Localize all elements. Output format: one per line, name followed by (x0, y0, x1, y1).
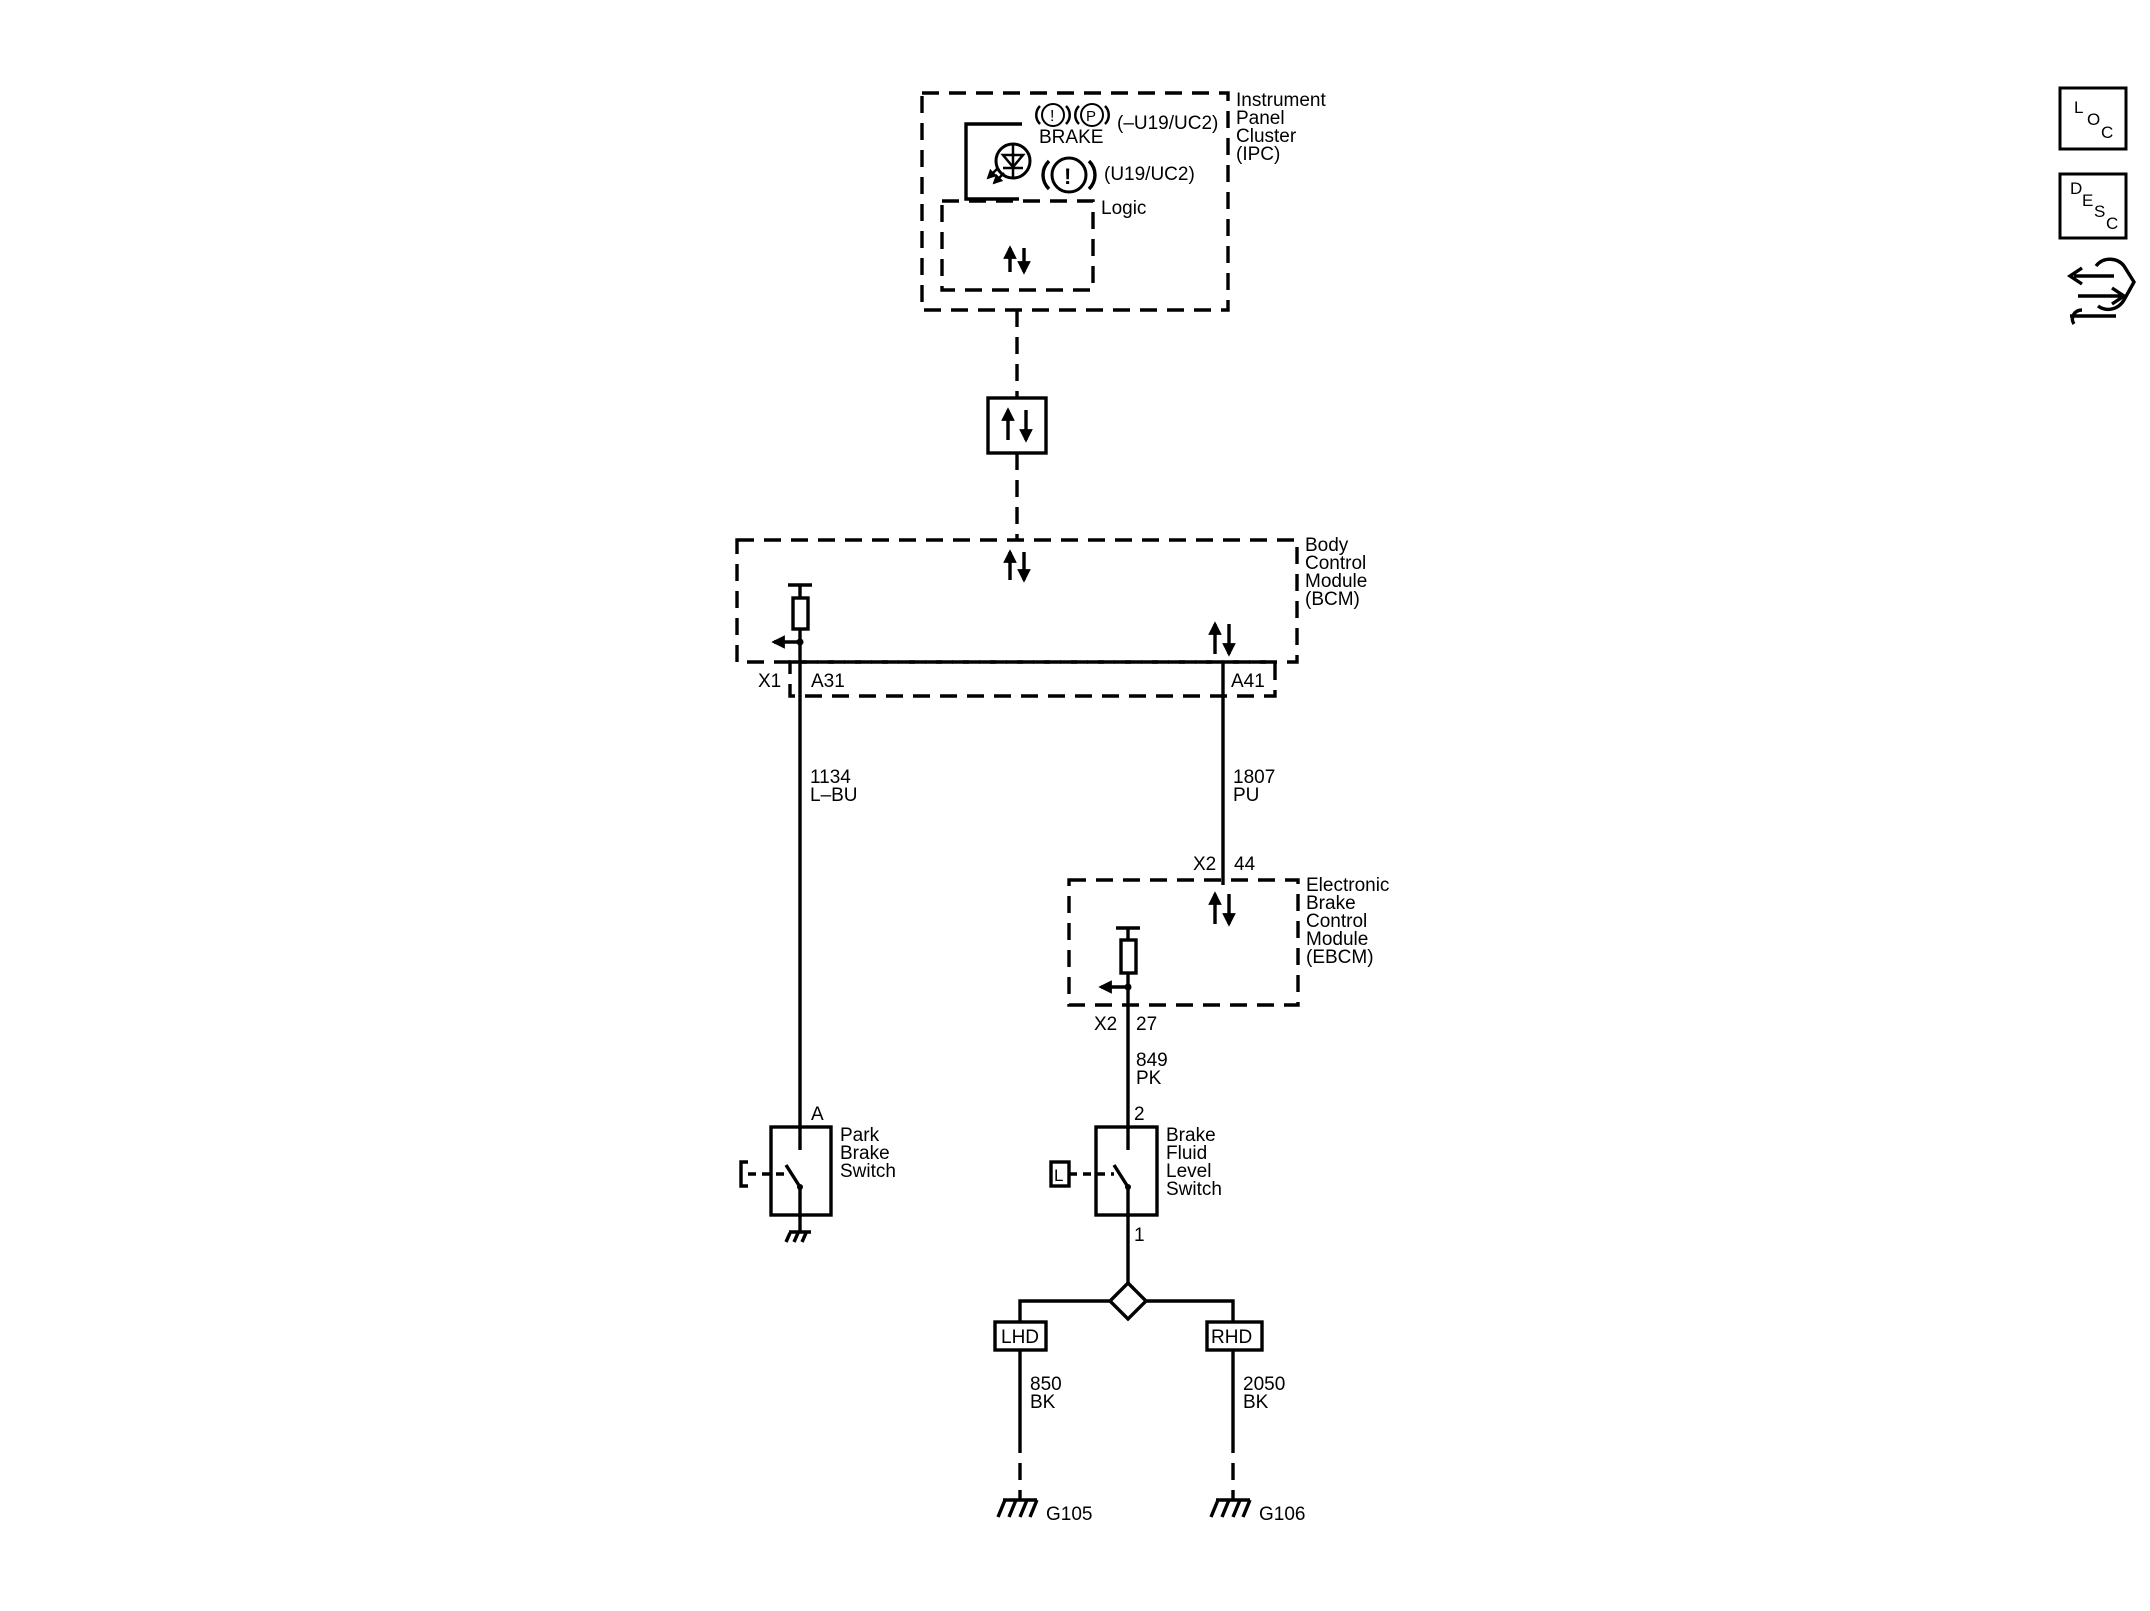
svg-text:Logic: Logic (1101, 198, 1146, 219)
wire-850: 850 BK (1018, 1350, 1062, 1500)
svg-text:44: 44 (1234, 854, 1256, 875)
svg-text:Control: Control (1305, 553, 1366, 574)
svg-text:C: C (2106, 214, 2118, 233)
svg-text:850: 850 (1030, 1374, 1062, 1395)
loc-icon[interactable]: L O C (2058, 86, 2128, 151)
svg-text:2050: 2050 (1243, 1374, 1285, 1395)
ground-g106: G106 (1209, 1498, 1305, 1525)
svg-text:S: S (2094, 202, 2105, 221)
svg-text:1: 1 (1134, 1225, 1145, 1246)
park-brake-switch-label: Park Brake Switch (840, 1125, 896, 1182)
svg-text:Brake: Brake (1166, 1125, 1216, 1146)
ebcm-label: Electronic Brake Control Module (EBCM) (1306, 875, 1389, 968)
svg-text:Body: Body (1305, 535, 1349, 556)
svg-text:Cluster: Cluster (1236, 126, 1297, 147)
wire-2050: 2050 BK (1231, 1350, 1285, 1500)
svg-text:849: 849 (1136, 1050, 1168, 1071)
svg-text:(–U19/UC2): (–U19/UC2) (1117, 113, 1218, 134)
svg-text:L–BU: L–BU (810, 785, 858, 806)
brake-warning-symbols: ! P BRAKE (–U19/UC2) ! (U19/UC2) (1035, 103, 1218, 194)
svg-text:PU: PU (1233, 785, 1259, 806)
svg-text:Module: Module (1306, 929, 1368, 950)
svg-text:Electronic: Electronic (1306, 875, 1389, 896)
ipc-label: Instrument Panel Cluster (IPC) (1236, 90, 1326, 165)
svg-text:A31: A31 (811, 671, 845, 692)
svg-text:1807: 1807 (1233, 767, 1275, 788)
svg-text:PK: PK (1136, 1068, 1162, 1089)
svg-text:BRAKE: BRAKE (1039, 127, 1103, 148)
connector-tool-icon[interactable] (2066, 257, 2136, 325)
ipc-module: Instrument Panel Cluster (IPC) ! P BRAKE (920, 90, 1326, 312)
ground-g105: G105 (996, 1498, 1092, 1525)
brake-fluid-level-switch: 2 L 1 Brake Fluid Level Switch (1049, 1104, 1222, 1246)
svg-text:X2: X2 (1193, 854, 1216, 875)
brake-indicator-lamp (964, 122, 1032, 201)
desc-icon[interactable]: D E S C (2058, 172, 2128, 240)
svg-text:Level: Level (1166, 1161, 1211, 1182)
svg-text:O: O (2087, 110, 2100, 129)
svg-text:C: C (2101, 123, 2113, 142)
serial-data-link (986, 310, 1048, 540)
svg-text:D: D (2070, 179, 2082, 198)
brake-fluid-switch-label: Brake Fluid Level Switch (1166, 1125, 1222, 1200)
svg-text:E: E (2082, 191, 2093, 210)
svg-text:Module: Module (1305, 571, 1367, 592)
svg-text:Instrument: Instrument (1236, 90, 1326, 111)
svg-text:(EBCM): (EBCM) (1306, 947, 1374, 968)
svg-text:BK: BK (1243, 1392, 1269, 1413)
svg-text:P: P (1086, 108, 1096, 125)
svg-text:1134: 1134 (810, 767, 851, 788)
bcm-module: Body Control Module (BCM) X1 A31 A41 (735, 535, 1367, 730)
svg-text:G105: G105 (1046, 1504, 1092, 1525)
svg-text:LHD: LHD (1001, 1327, 1039, 1348)
svg-text:2: 2 (1134, 1104, 1145, 1125)
svg-text:Brake: Brake (840, 1143, 890, 1164)
svg-text:BK: BK (1030, 1392, 1056, 1413)
svg-text:(U19/UC2): (U19/UC2) (1104, 164, 1195, 185)
ground-splice (1018, 1215, 1235, 1322)
ebcm-module: X2 44 Electronic Brake Control Module (E… (1067, 854, 1389, 1035)
svg-text:Panel: Panel (1236, 108, 1285, 129)
rhd-option: RHD (1205, 1320, 1264, 1352)
ipc-logic-block: Logic (940, 198, 1146, 292)
svg-text:Brake: Brake (1306, 893, 1356, 914)
svg-text:A: A (811, 1104, 824, 1125)
park-brake-switch: A Park Brake Switch (739, 1104, 896, 1243)
svg-text:27: 27 (1136, 1014, 1157, 1035)
svg-text:A41: A41 (1231, 671, 1265, 692)
svg-text:!: ! (1050, 108, 1054, 125)
wire-1807: 1807 PU (1221, 662, 1275, 885)
svg-text:Fluid: Fluid (1166, 1143, 1207, 1164)
svg-text:G106: G106 (1259, 1504, 1305, 1525)
lhd-option: LHD (993, 1320, 1048, 1352)
svg-text:X2: X2 (1094, 1014, 1117, 1035)
svg-text:Switch: Switch (840, 1161, 896, 1182)
svg-text:(IPC): (IPC) (1236, 144, 1280, 165)
wire-1134: 1134 L–BU (798, 730, 858, 1127)
bcm-label: Body Control Module (BCM) (1305, 535, 1367, 610)
svg-text:!: ! (1064, 164, 1071, 189)
svg-text:(BCM): (BCM) (1305, 589, 1360, 610)
wire-849: 849 PK (1126, 1005, 1168, 1127)
svg-text:RHD: RHD (1211, 1327, 1252, 1348)
svg-text:L: L (2074, 98, 2083, 117)
svg-text:Switch: Switch (1166, 1179, 1222, 1200)
svg-text:Control: Control (1306, 911, 1367, 932)
svg-text:Park: Park (840, 1125, 880, 1146)
svg-text:X1: X1 (758, 671, 781, 692)
svg-text:L: L (1054, 1166, 1063, 1185)
